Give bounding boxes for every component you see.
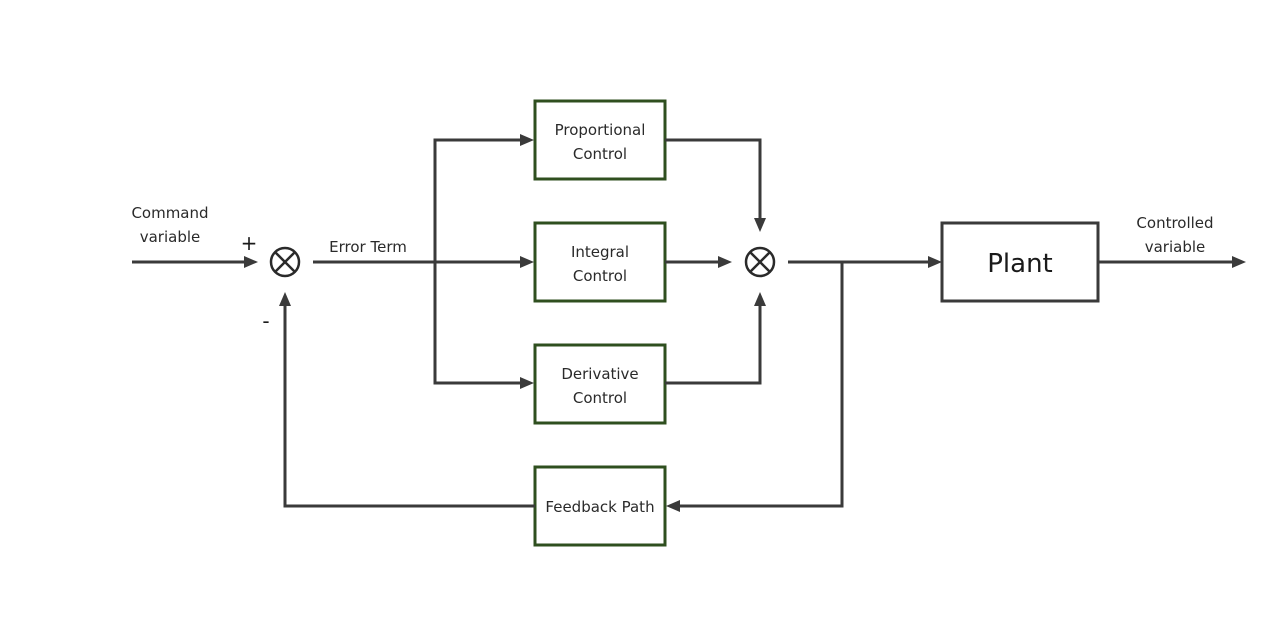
proportional-label-1: Proportional — [555, 121, 646, 139]
minus-sign: - — [262, 309, 269, 333]
integral-control-block: Integral Control — [533, 221, 667, 303]
summing-junction-error — [269, 246, 301, 278]
controlled-variable-label-1: Controlled — [1136, 214, 1213, 232]
plus-sign: + — [241, 231, 258, 255]
input-arrowhead — [244, 256, 258, 268]
proportional-arrowhead — [520, 134, 534, 146]
feedback-sum-arrowhead — [279, 292, 291, 306]
error-term-label: Error Term — [329, 238, 407, 256]
plant-input-arrowhead — [928, 256, 942, 268]
feedback-return-wire — [283, 306, 535, 508]
derivative-control-block: Derivative Control — [533, 343, 667, 425]
feedback-tap-wire — [680, 262, 844, 508]
proportional-out-wire — [665, 138, 762, 218]
proportional-sum-arrowhead — [754, 218, 766, 232]
feedback-path-block: Feedback Path — [533, 465, 667, 547]
integral-label-1: Integral — [571, 243, 629, 261]
integral-sum-arrowhead — [718, 256, 732, 268]
plant-label: Plant — [987, 249, 1053, 279]
feedback-in-arrowhead — [666, 500, 680, 512]
proportional-branch-wire — [433, 138, 520, 262]
derivative-sum-arrowhead — [754, 292, 766, 306]
derivative-branch-wire — [433, 262, 520, 385]
integral-label-2: Control — [573, 267, 627, 285]
derivative-label-2: Control — [573, 389, 627, 407]
derivative-out-wire — [665, 306, 762, 385]
controlled-variable-label-2: variable — [1145, 238, 1206, 256]
proportional-control-block: Proportional Control — [533, 99, 667, 181]
command-variable-label-1: Command — [131, 204, 208, 222]
proportional-label-2: Control — [573, 145, 627, 163]
output-arrowhead — [1232, 256, 1246, 268]
command-variable-label-2: variable — [140, 228, 201, 246]
plant-block: Plant — [940, 221, 1100, 303]
summing-junction-controller — [744, 246, 776, 278]
feedback-path-label: Feedback Path — [545, 498, 654, 516]
integral-arrowhead — [520, 256, 534, 268]
derivative-arrowhead — [520, 377, 534, 389]
derivative-label-1: Derivative — [561, 365, 638, 383]
